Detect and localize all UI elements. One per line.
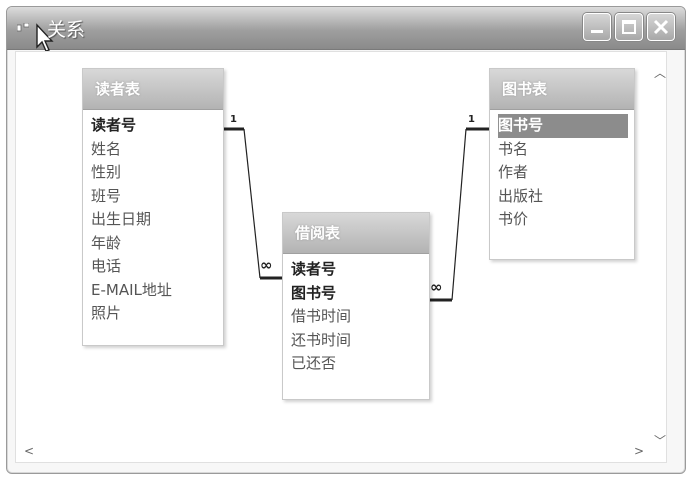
- minimize-icon: [591, 30, 603, 33]
- field-borrow-book-id[interactable]: 图书号: [291, 283, 337, 302]
- relationship-reader-borrow[interactable]: [222, 127, 282, 280]
- relationships-icon: [17, 23, 29, 32]
- table-reader[interactable]: 读者表 读者号 姓名 性别 班号 出生日期 年龄 电话 E-MAIL地址 照片: [82, 68, 224, 346]
- close-button[interactable]: [647, 13, 675, 41]
- field-birthdate[interactable]: 出生日期: [91, 210, 152, 228]
- relationship-book-borrow[interactable]: [428, 127, 489, 302]
- field-reader-id[interactable]: 读者号: [91, 116, 137, 134]
- field-author[interactable]: 作者: [498, 163, 529, 181]
- relationship-lines: 1 ∞ 1 ∞: [222, 114, 489, 302]
- table-book[interactable]: 图书表 图书号 书名 作者 出版社 书价: [489, 68, 635, 260]
- relationships-window: 关系 1 ∞ 1 ∞: [6, 6, 686, 474]
- title-bar[interactable]: 关系: [7, 7, 685, 52]
- table-book-title[interactable]: 图书表: [490, 69, 634, 110]
- table-borrow-title[interactable]: 借阅表: [283, 213, 429, 254]
- close-icon: [653, 19, 669, 35]
- relationships-canvas[interactable]: 1 ∞ 1 ∞ 读者表 读者号 姓名 性别 班号 出生日期 年龄 电话 E-MA…: [15, 51, 667, 463]
- scroll-left-icon[interactable]: <: [24, 444, 35, 458]
- window-title: 关系: [47, 19, 86, 41]
- maximize-button[interactable]: [615, 13, 643, 41]
- field-price[interactable]: 书价: [498, 210, 529, 228]
- field-publisher[interactable]: 出版社: [498, 186, 544, 205]
- field-book-name[interactable]: 书名: [498, 139, 529, 158]
- relationship-one-label-reader: 1: [230, 114, 237, 125]
- field-returned[interactable]: 已还否: [291, 354, 337, 372]
- minimize-button[interactable]: [583, 13, 611, 41]
- field-class-no[interactable]: 班号: [91, 186, 122, 205]
- scroll-right-icon[interactable]: >: [634, 444, 645, 458]
- relationship-one-label-book: 1: [468, 114, 475, 125]
- relationship-many-label-reader: ∞: [260, 256, 273, 274]
- field-age[interactable]: 年龄: [91, 233, 122, 252]
- field-email[interactable]: E-MAIL地址: [91, 280, 172, 299]
- scroll-up-icon[interactable]: ︿: [654, 66, 667, 80]
- field-borrow-time[interactable]: 借书时间: [291, 307, 352, 325]
- field-photo[interactable]: 照片: [91, 304, 122, 322]
- table-reader-title[interactable]: 读者表: [83, 69, 223, 110]
- field-book-id[interactable]: 图书号: [498, 114, 628, 138]
- relationship-many-label-book: ∞: [430, 278, 443, 296]
- field-name[interactable]: 姓名: [91, 139, 122, 158]
- field-borrow-reader-id[interactable]: 读者号: [291, 260, 337, 278]
- field-phone[interactable]: 电话: [91, 257, 122, 275]
- mouse-cursor-icon: [36, 23, 54, 52]
- field-return-time[interactable]: 还书时间: [291, 330, 352, 349]
- scroll-down-icon[interactable]: ﹀: [654, 434, 667, 448]
- maximize-icon: [622, 20, 636, 34]
- field-gender[interactable]: 性别: [91, 163, 122, 181]
- table-borrow[interactable]: 借阅表 读者号 图书号 借书时间 还书时间 已还否: [282, 212, 430, 400]
